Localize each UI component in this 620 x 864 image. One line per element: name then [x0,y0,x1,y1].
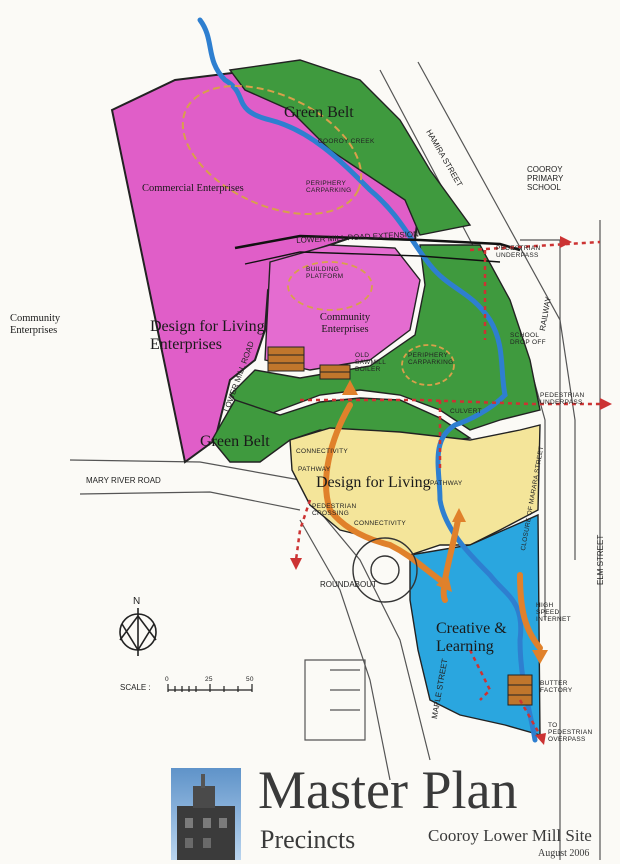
lower-mill-road-extension-edge [244,251,501,265]
label-school-drop-off: SCHOOL DROP OFF [510,332,546,346]
north-label: N [133,596,141,607]
scale-tick-25: 25 [205,676,213,683]
label-pedestrian-crossing: PEDESTRIAN CROSSING [312,503,357,517]
connector-arrowheads [290,236,612,745]
scale-label: SCALE : [120,683,151,692]
periphery-carparking-top [181,84,363,216]
label-connectivity-2: CONNECTIVITY [354,520,406,527]
label-green-belt-top: Green Belt [284,104,354,121]
label-elm-street: ELM STREET [596,534,605,585]
scale-tick-50: 50 [246,676,254,683]
label-creative-learning: Creative & Learning [436,620,507,655]
label-cooroy-creek: COOROY CREEK [318,138,375,145]
label-high-speed-internet: HIGH SPEED INTERNET [536,602,571,623]
site-name: Cooroy Lower Mill Site [428,826,592,845]
roundabout-inner [370,555,400,585]
label-pedestrian-underpass-top: PEDESTRIAN UNDERPASS [496,245,541,259]
label-pathway-2: PATHWAY [430,480,463,487]
page-subtitle: Precincts [260,825,356,854]
label-culvert: CULVERT [450,408,482,415]
label-mary-river-road: MARY RIVER ROAD [86,476,161,485]
scale-tick-0: 0 [165,676,169,683]
pedestrian-arrowheads [342,380,548,664]
cooroy-creek [197,17,538,743]
label-periphery-carparking-top: PERIPHERY CARPARKING [306,180,352,194]
label-commercial-enterprises: Commercial Enterprises [142,183,244,194]
mill-buildings [267,346,533,706]
label-pathway-1: PATHWAY [298,466,331,473]
label-green-belt-bottom: Green Belt [200,433,270,450]
building-platform-outline [287,261,373,311]
label-design-for-living-enterprises: Design for Living Enterprises [150,318,265,353]
scale-bar [167,684,253,692]
page-title: Master Plan [258,760,518,820]
label-pedestrian-underpass-mid: PEDESTRIAN UNDERPASS [540,392,585,406]
label-building-platform: BUILDING PLATFORM [306,266,344,280]
label-butter-factory: BUTTER FACTORY [540,680,573,694]
label-community-enterprises-outer: Community Enterprises [10,313,61,336]
label-connectivity-1: CONNECTIVITY [296,448,348,455]
label-design-for-living: Design for Living [316,474,431,491]
design-for-living-zone [289,424,541,556]
lower-mill-road-extension [234,234,521,252]
label-to-pedestrian-overpass: TO PEDESTRIAN OVERPASS [548,722,593,743]
label-cooroy-primary-school: COOROY PRIMARY SCHOOL [527,165,564,192]
connector-paths [294,240,601,736]
roundabout-outer [352,537,418,603]
label-roundabout: ROUNDABOUT [320,580,377,589]
label-old-sawmill-boiler: OLD SAWMILL BOILER [355,352,386,373]
mill-building-photo [171,768,241,860]
label-community-enterprises-inner: Community Enterprises [319,312,371,335]
plan-date: August 2006 [538,848,590,859]
north-arrow-icon [119,608,157,656]
label-periphery-carparking-mid: PERIPHERY CARPARKING [408,352,454,366]
green-belt-top [228,59,472,236]
periphery-carparking-mid [401,344,455,386]
pedestrian-arrows [323,402,543,651]
